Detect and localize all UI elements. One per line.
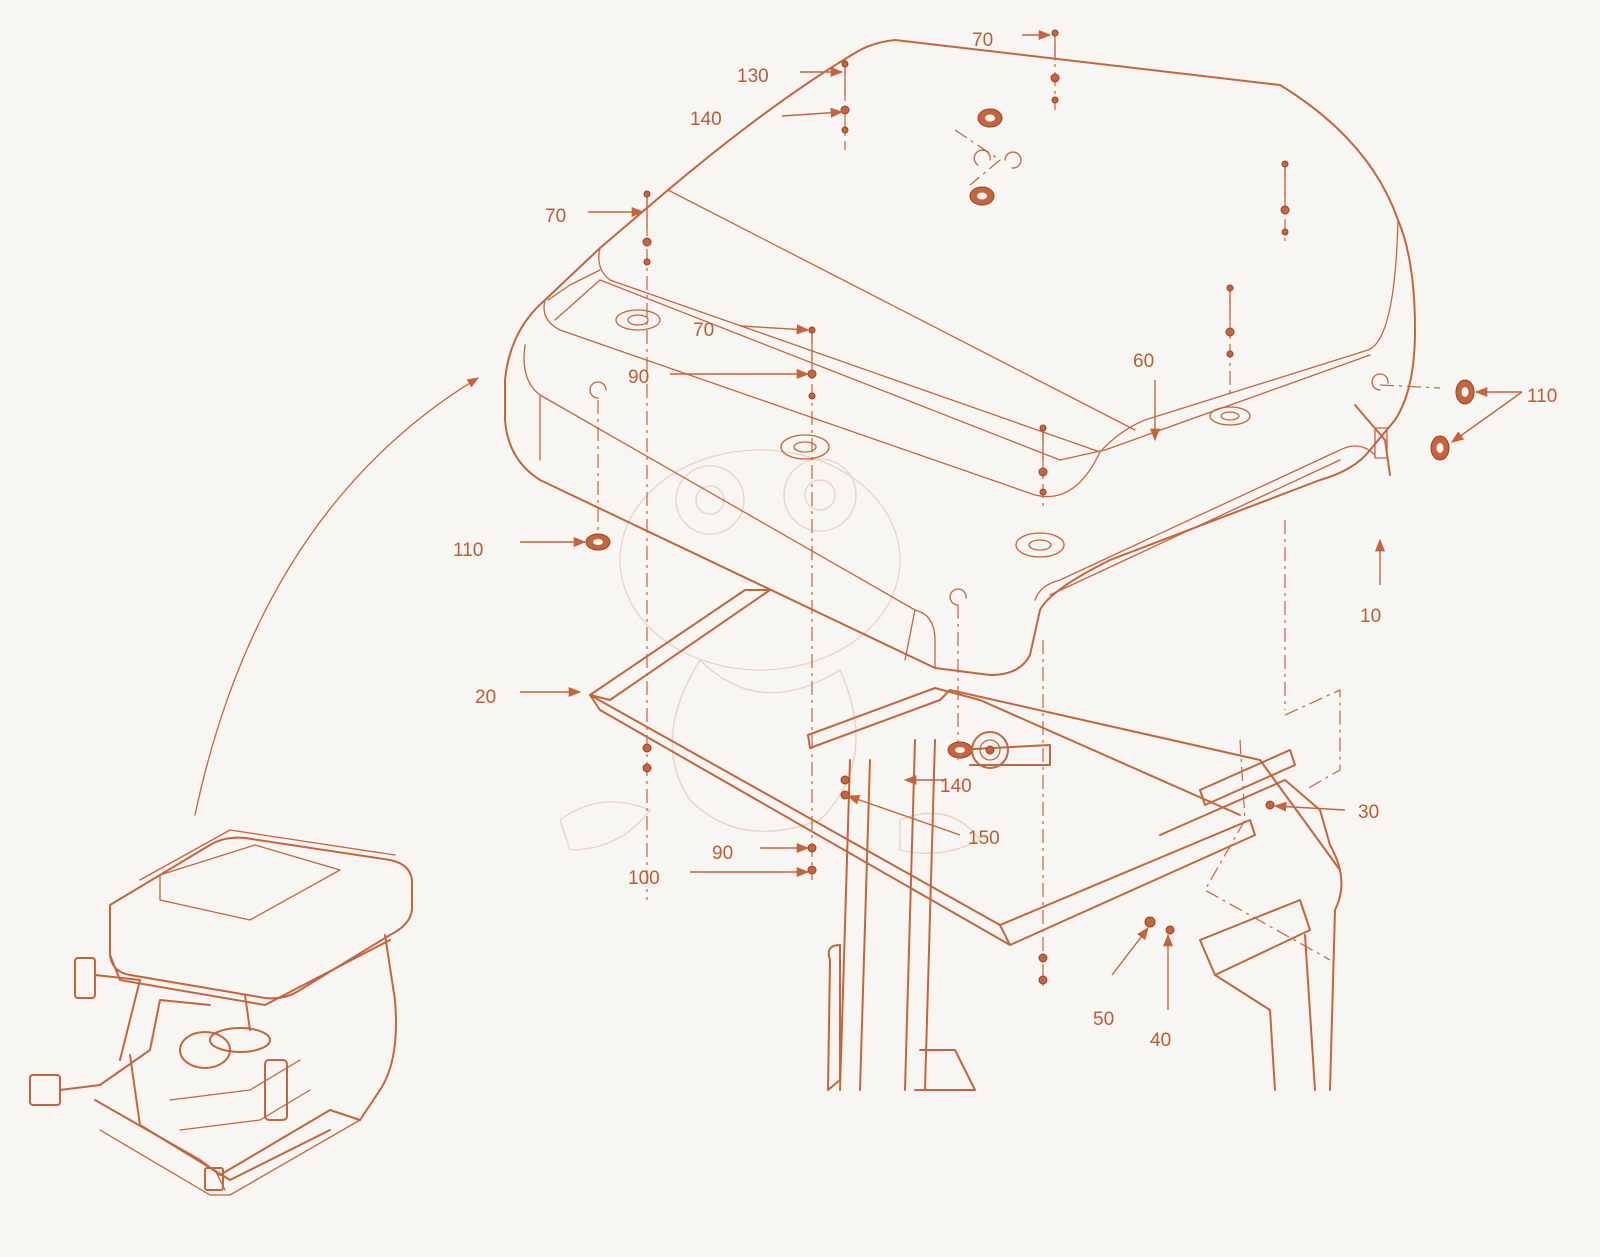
callout-90-upper: 90 (628, 367, 649, 388)
callout-60: 60 (1133, 351, 1154, 372)
watermark-illustration (559, 449, 981, 854)
callout-140-top: 140 (690, 109, 722, 130)
callout-10: 10 (1360, 606, 1381, 627)
callout-30: 30 (1358, 802, 1379, 823)
callout-140-lower: 140 (940, 776, 972, 797)
fasteners (642, 29, 1290, 985)
callout-100: 100 (628, 868, 660, 889)
callout-150: 150 (968, 828, 1000, 849)
view-pointer-arrow (194, 377, 480, 816)
callout-70-mid: 70 (693, 320, 714, 341)
callout-110-right: 110 (1527, 386, 1557, 407)
callout-20: 20 (475, 687, 496, 708)
callout-70-left: 70 (545, 206, 566, 227)
callout-40: 40 (1150, 1030, 1171, 1051)
callout-110-left: 110 (453, 540, 483, 561)
roof-canopy (504, 39, 1416, 676)
grommets (585, 108, 1475, 769)
callout-130: 130 (737, 66, 769, 87)
roof-frame (589, 589, 1343, 1091)
callout-50: 50 (1093, 1009, 1114, 1030)
part-callouts: 70 130 140 70 70 90 60 110 110 10 20 140… (453, 30, 1557, 1051)
inset-machine-view (29, 829, 413, 1196)
leader-lines (520, 29, 1523, 1010)
callout-70-top: 70 (972, 30, 993, 51)
callout-90-lower: 90 (712, 843, 733, 864)
